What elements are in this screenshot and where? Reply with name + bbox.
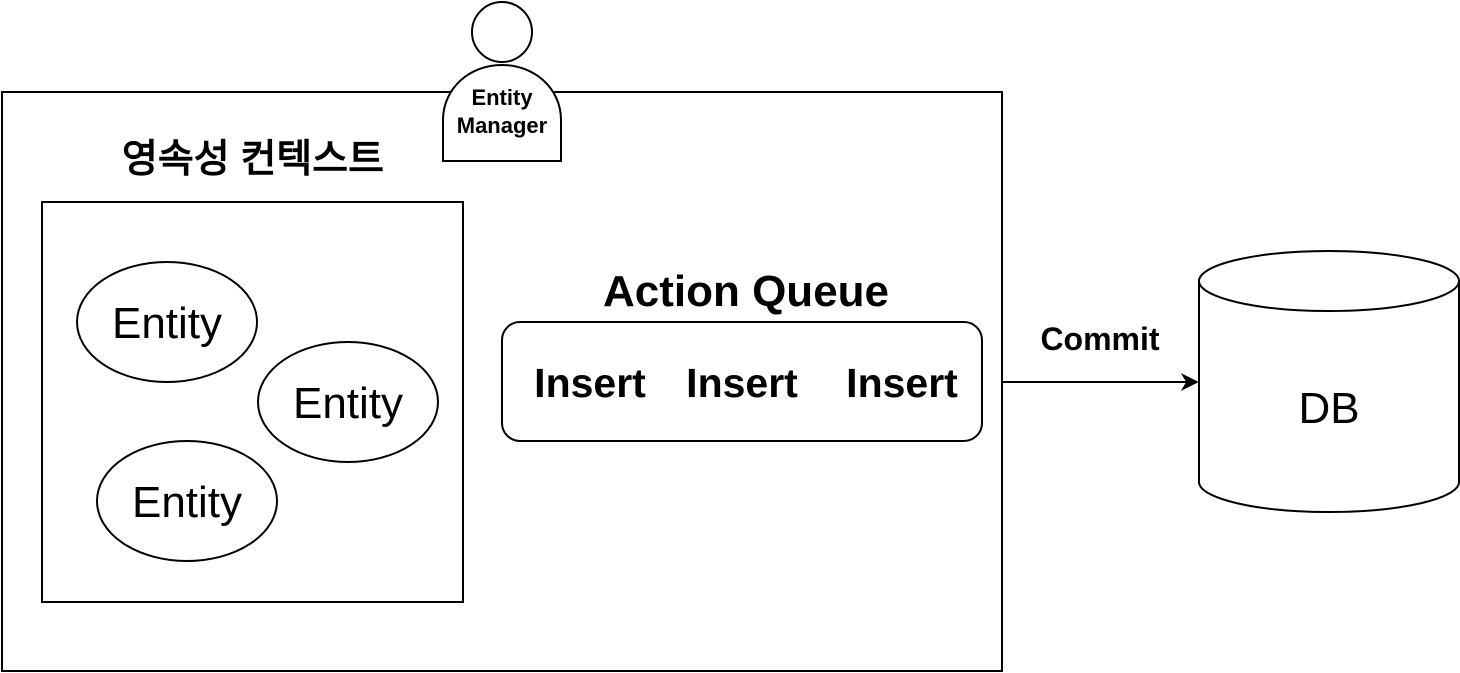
action-queue-item: Insert: [534, 360, 646, 406]
entity-manager-label-line2: Manager: [457, 113, 548, 138]
entity-node: Entity: [257, 341, 439, 463]
actor-head-icon: [471, 1, 533, 63]
entity-label: Entity: [112, 299, 222, 348]
action-queue-item: Insert: [846, 360, 958, 406]
action-queue-box: [501, 321, 983, 442]
database-cylinder-icon: DB: [1198, 250, 1460, 513]
entity-node: Entity: [76, 261, 258, 383]
entity-label: Entity: [132, 478, 242, 527]
entity-manager-actor: Entity Manager: [442, 1, 562, 162]
actor-body-icon: [442, 63, 562, 162]
commit-label: Commit: [1040, 321, 1159, 357]
action-queue-title: Action Queue: [603, 267, 889, 316]
persistence-context-title: 영속성 컨텍스트: [122, 138, 384, 181]
entity-node: Entity: [96, 440, 278, 562]
entity-manager-label-line1: Entity: [471, 85, 533, 110]
database-label: DB: [1298, 384, 1359, 433]
entity-label: Entity: [293, 379, 403, 428]
action-queue-item: Insert: [686, 360, 798, 406]
